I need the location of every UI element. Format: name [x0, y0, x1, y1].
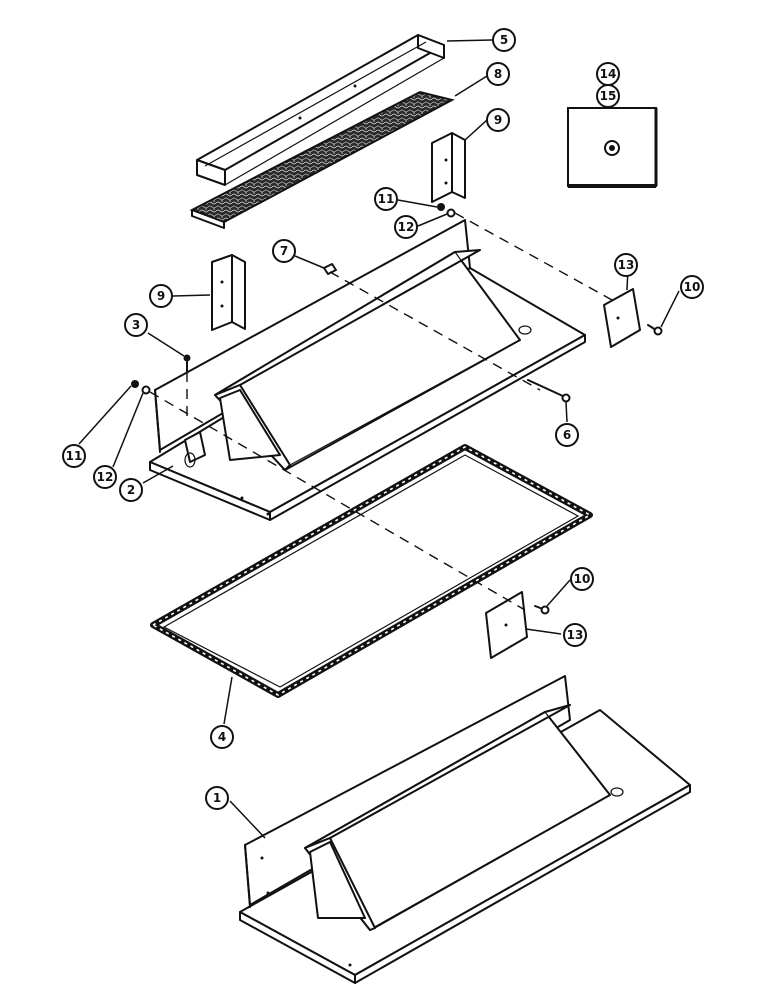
callout-9-upper: 9	[486, 108, 510, 132]
callout-13-upper-label: 13	[618, 258, 635, 272]
callout-1-label: 1	[213, 791, 221, 805]
callout-6: 6	[555, 423, 579, 447]
callout-4: 4	[210, 725, 234, 749]
callout-5: 5	[492, 28, 516, 52]
callout-14: 14	[596, 62, 620, 86]
callout-3: 3	[124, 313, 148, 337]
callout-15-label: 15	[600, 89, 617, 103]
callout-2-label: 2	[127, 483, 135, 497]
callout-10-lower-label: 10	[574, 572, 591, 586]
callout-9-left: 9	[149, 284, 173, 308]
part-gasket-frame	[150, 444, 593, 698]
alignment-lines	[149, 212, 613, 611]
callout-13-lower-label: 13	[567, 628, 584, 642]
callout-2: 2	[119, 478, 143, 502]
callout-11-left: 11	[62, 444, 86, 468]
callout-15: 15	[596, 84, 620, 108]
callout-8-label: 8	[494, 67, 502, 81]
callout-12-left: 12	[93, 465, 117, 489]
callout-14-label: 14	[600, 67, 617, 81]
callout-11-left-label: 11	[66, 449, 83, 463]
callout-7: 7	[272, 239, 296, 263]
callout-6-label: 6	[563, 428, 571, 442]
callout-12-left-label: 12	[97, 470, 114, 484]
callout-3-label: 3	[132, 318, 140, 332]
part-lower-housing	[239, 675, 691, 984]
callout-5-label: 5	[500, 33, 508, 47]
callout-11-upper: 11	[374, 187, 398, 211]
part-bracket-left	[211, 254, 246, 331]
callout-12-upper-label: 12	[398, 220, 415, 234]
callout-10-upper-label: 10	[684, 280, 701, 294]
callout-7-label: 7	[280, 244, 288, 258]
part-plate-with-knob	[567, 107, 658, 188]
callout-4-label: 4	[218, 730, 226, 744]
callout-1: 1	[205, 786, 229, 810]
part-top-channel-cover	[196, 34, 445, 186]
part-upper-housing	[149, 219, 586, 521]
part-end-cover-upper	[603, 288, 641, 348]
callout-9-left-label: 9	[157, 289, 165, 303]
part-hardware	[131, 203, 663, 615]
callout-10-upper: 10	[680, 275, 704, 299]
part-filter-pad	[189, 90, 455, 229]
callout-12-upper: 12	[394, 215, 418, 239]
callout-13-upper: 13	[614, 253, 638, 277]
callout-13-lower: 13	[563, 623, 587, 647]
callout-9-upper-label: 9	[494, 113, 502, 127]
callout-8: 8	[486, 62, 510, 86]
part-end-cover-lower	[485, 591, 528, 659]
callout-11-upper-label: 11	[378, 192, 395, 206]
leader-lines	[78, 39, 680, 839]
callout-10-lower: 10	[570, 567, 594, 591]
part-bracket-upper	[431, 132, 466, 203]
